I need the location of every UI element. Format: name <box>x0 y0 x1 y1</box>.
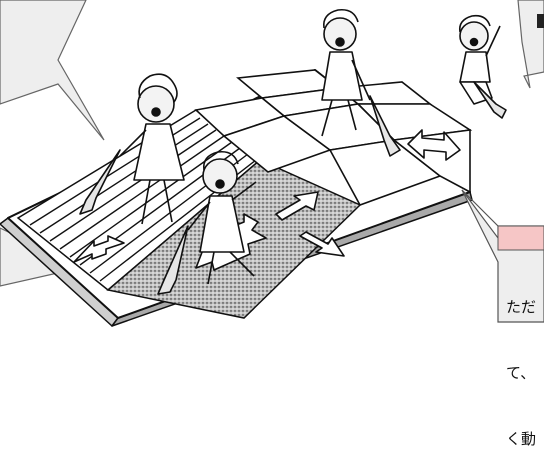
cleaning-illustration <box>0 0 544 366</box>
callout-line-3: く動 <box>506 428 544 450</box>
callout-box <box>462 190 544 322</box>
callout-header <box>498 226 544 250</box>
woman-kneeling-tile-icon <box>460 16 506 118</box>
speech-bubble-top-right <box>518 0 544 88</box>
speech-bubble-left-top <box>0 0 104 140</box>
